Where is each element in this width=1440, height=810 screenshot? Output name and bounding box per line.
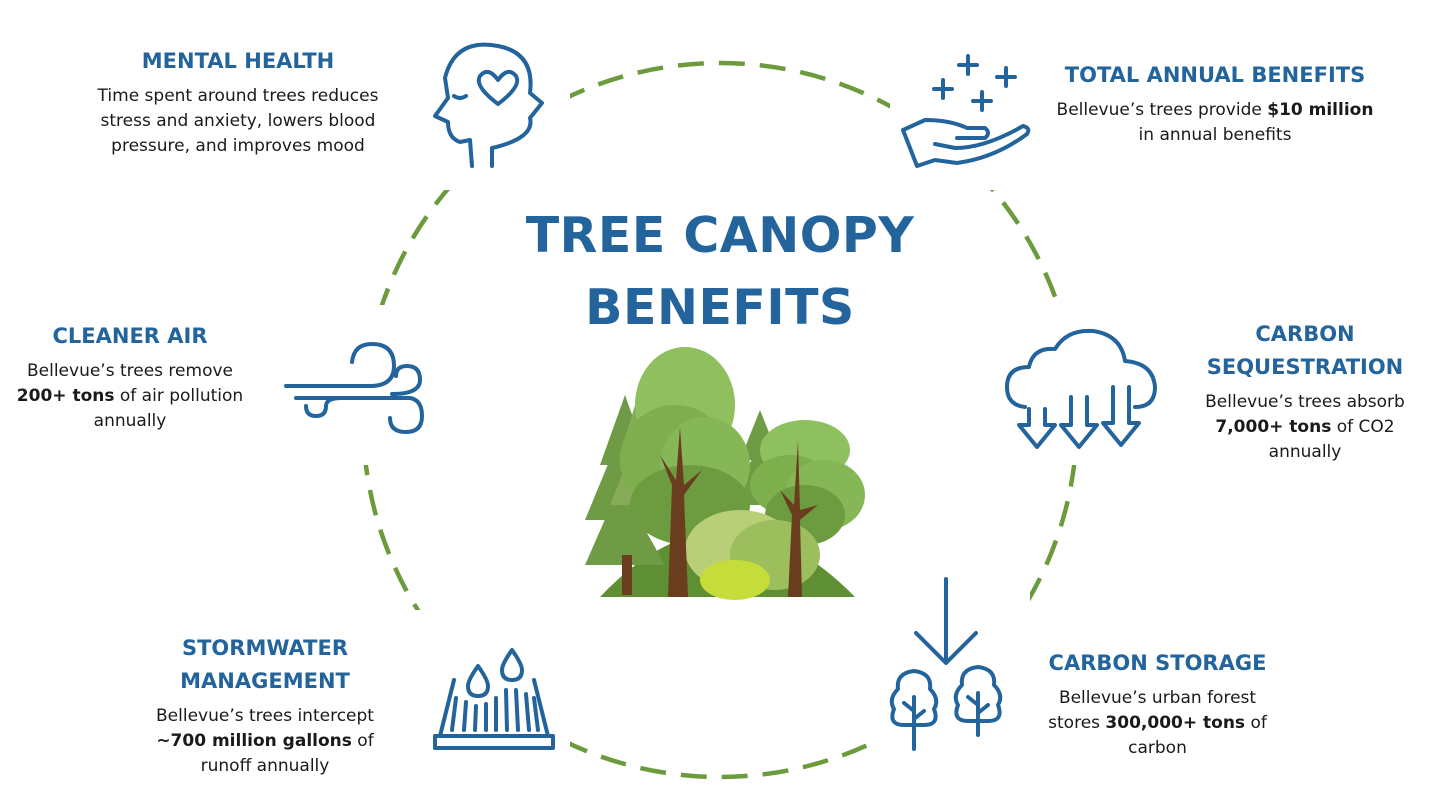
carbon-storage-block: CARBON STORAGE Bellevue’s urban forest s… — [1030, 647, 1285, 761]
text-line: runoff annually — [200, 756, 330, 776]
text-line: in annual benefits — [1138, 125, 1292, 145]
text-line: stores — [1048, 713, 1106, 733]
wind-icon — [284, 342, 424, 434]
carbon-sequestration-block: CARBON SEQUESTRATION Bellevue’s trees ab… — [1185, 318, 1425, 465]
text-line: pressure, and improves mood — [111, 136, 365, 156]
heading-line: SEQUESTRATION — [1206, 355, 1404, 379]
value-bold: ~700 million gallons — [156, 731, 352, 751]
value-bold: 200+ tons — [16, 386, 115, 406]
carbon-sequestration-heading: CARBON SEQUESTRATION — [1185, 318, 1425, 384]
text-line: Bellevue’s trees absorb — [1205, 392, 1405, 412]
carbon-storage-text: Bellevue’s urban forest stores 300,000+ … — [1030, 686, 1285, 761]
cloud-arrows-icon — [1005, 328, 1157, 449]
value-bold: 7,000+ tons — [1215, 417, 1332, 437]
carbon-sequestration-text: Bellevue’s trees absorb 7,000+ tons of C… — [1185, 390, 1425, 465]
text-line: Bellevue’s urban forest — [1058, 688, 1257, 708]
text-line: of air pollution — [114, 386, 244, 406]
text-line: annually — [1268, 442, 1342, 462]
total-annual-text: Bellevue’s trees provide $10 million in … — [1040, 98, 1390, 148]
heading-line: CARBON — [1255, 322, 1355, 346]
carbon-storage-heading: CARBON STORAGE — [1048, 651, 1267, 675]
stormwater-text: Bellevue’s trees intercept ~700 million … — [120, 704, 410, 779]
mental-health-block: MENTAL HEALTH Time spent around trees re… — [73, 45, 403, 159]
value-bold: $10 million — [1267, 100, 1374, 120]
trees-arrow-icon — [889, 577, 1003, 751]
total-annual-heading: TOTAL ANNUAL BENEFITS — [1064, 63, 1366, 87]
cleaner-air-block: CLEANER AIR Bellevue’s trees remove 200+… — [10, 320, 250, 434]
text-line: carbon — [1128, 738, 1187, 758]
text-line: Bellevue’s trees remove — [26, 361, 233, 381]
mental-health-text: Time spent around trees reduces stress a… — [73, 84, 403, 159]
head-heart-icon — [433, 42, 544, 168]
text-line: of — [351, 731, 374, 751]
text-line: of — [1245, 713, 1267, 733]
text-line: annually — [93, 411, 167, 431]
title-line-2: BENEFITS — [585, 279, 855, 336]
stormwater-heading: STORMWATER MANAGEMENT — [120, 632, 410, 698]
total-annual-block: TOTAL ANNUAL BENEFITS Bellevue’s trees p… — [1040, 59, 1390, 148]
drain-drops-icon — [433, 648, 555, 750]
cleaner-air-heading: CLEANER AIR — [52, 324, 208, 348]
stormwater-block: STORMWATER MANAGEMENT Bellevue’s trees i… — [120, 632, 410, 779]
value-bold: 300,000+ tons — [1105, 713, 1246, 733]
heading-line: MANAGEMENT — [180, 669, 350, 693]
forest-illustration — [585, 347, 865, 600]
page-title: TREE CANOPY BENEFITS — [500, 200, 940, 344]
text-line: Bellevue’s trees intercept — [156, 706, 374, 726]
text-line: Time spent around trees reduces — [97, 86, 379, 106]
text-line: of CO2 — [1331, 417, 1395, 437]
text-line: stress and anxiety, lowers blood — [100, 111, 376, 131]
hand-sparkles-icon — [901, 54, 1031, 168]
cleaner-air-text: Bellevue’s trees remove 200+ tons of air… — [10, 359, 250, 434]
mental-health-heading: MENTAL HEALTH — [141, 49, 335, 73]
text-line: Bellevue’s trees provide — [1056, 100, 1268, 120]
title-line-1: TREE CANOPY — [525, 207, 915, 264]
heading-line: STORMWATER — [181, 636, 349, 660]
